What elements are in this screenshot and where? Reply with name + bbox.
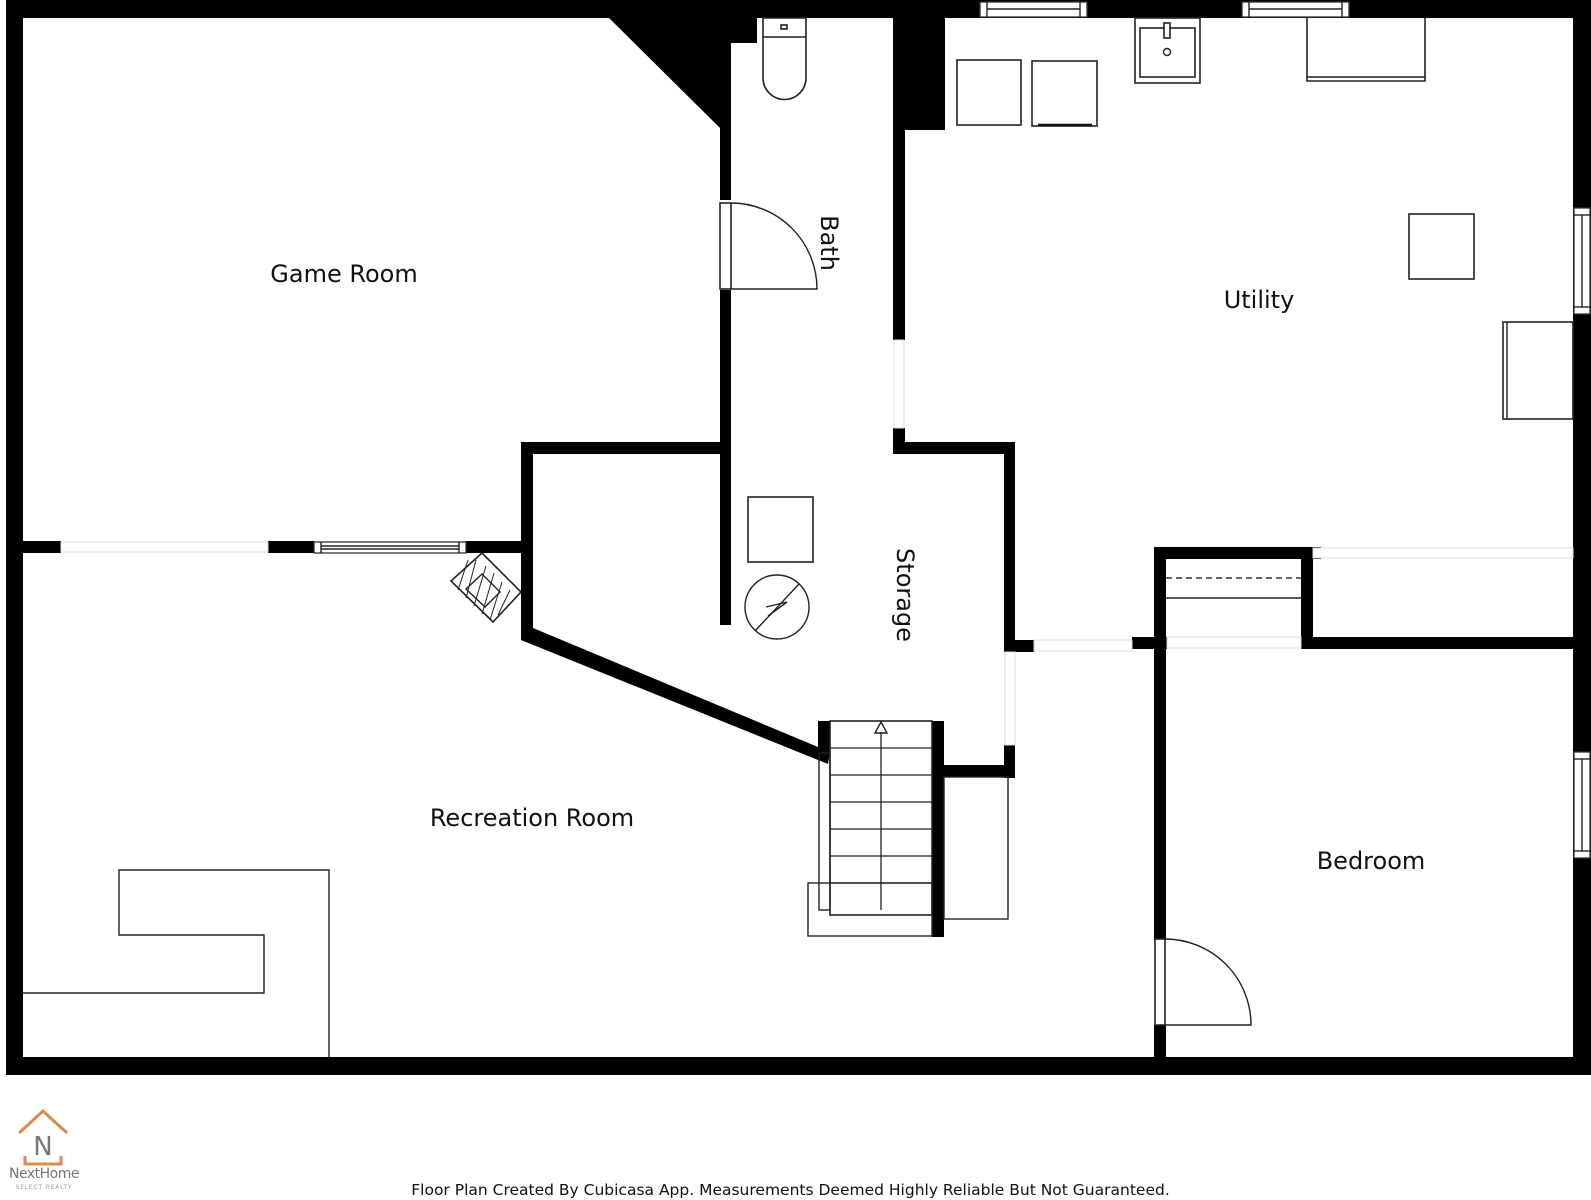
closet-shelf-icon	[1166, 577, 1301, 599]
cabinet-icon-top	[1306, 18, 1426, 82]
footer-disclaimer: Floor Plan Created By Cubicasa App. Meas…	[411, 1181, 1170, 1199]
window-divider	[313, 541, 467, 554]
room-label-recreation-room: Recreation Room	[430, 804, 634, 832]
windows	[313, 1, 1591, 859]
room-label-bedroom: Bedroom	[1317, 847, 1426, 875]
room-label-game-room: Game Room	[270, 260, 417, 288]
electrical-panel-icon	[744, 574, 810, 640]
openings	[60, 339, 1574, 746]
sink-icon	[1134, 17, 1201, 84]
bath-door	[719, 202, 818, 290]
room-label-bath: Bath	[815, 215, 843, 271]
toilet-icon	[762, 17, 807, 101]
window-right-utility	[1573, 207, 1591, 315]
staircase-icon	[807, 720, 1009, 937]
furnace-icon	[1502, 321, 1574, 420]
interior-walls	[23, 18, 1573, 1065]
water-heater-icon	[1408, 213, 1475, 280]
window-top-left	[979, 1, 1088, 18]
bar-counter-icon	[23, 869, 330, 1057]
washer-icon	[956, 59, 1022, 126]
dryer-icon	[1031, 60, 1098, 127]
room-label-utility: Utility	[1224, 286, 1295, 314]
bedroom-door	[1154, 938, 1252, 1026]
nexthome-logo-icon: N	[17, 1108, 69, 1166]
logo-letter: N	[33, 1132, 52, 1162]
doors	[719, 202, 1252, 1026]
electrical-box-icon	[747, 496, 814, 563]
window-top-right	[1241, 1, 1350, 18]
fixtures	[23, 17, 1574, 1057]
fireplace-icon	[449, 551, 523, 624]
window-right-bedroom	[1573, 751, 1591, 859]
logo-subtitle: SELECT REALTY	[15, 1184, 73, 1191]
room-label-storage: Storage	[891, 548, 919, 642]
logo-name: NextHome	[9, 1166, 79, 1182]
room-labels: Game Room Bath Utility Storage Recreatio…	[270, 215, 1425, 875]
